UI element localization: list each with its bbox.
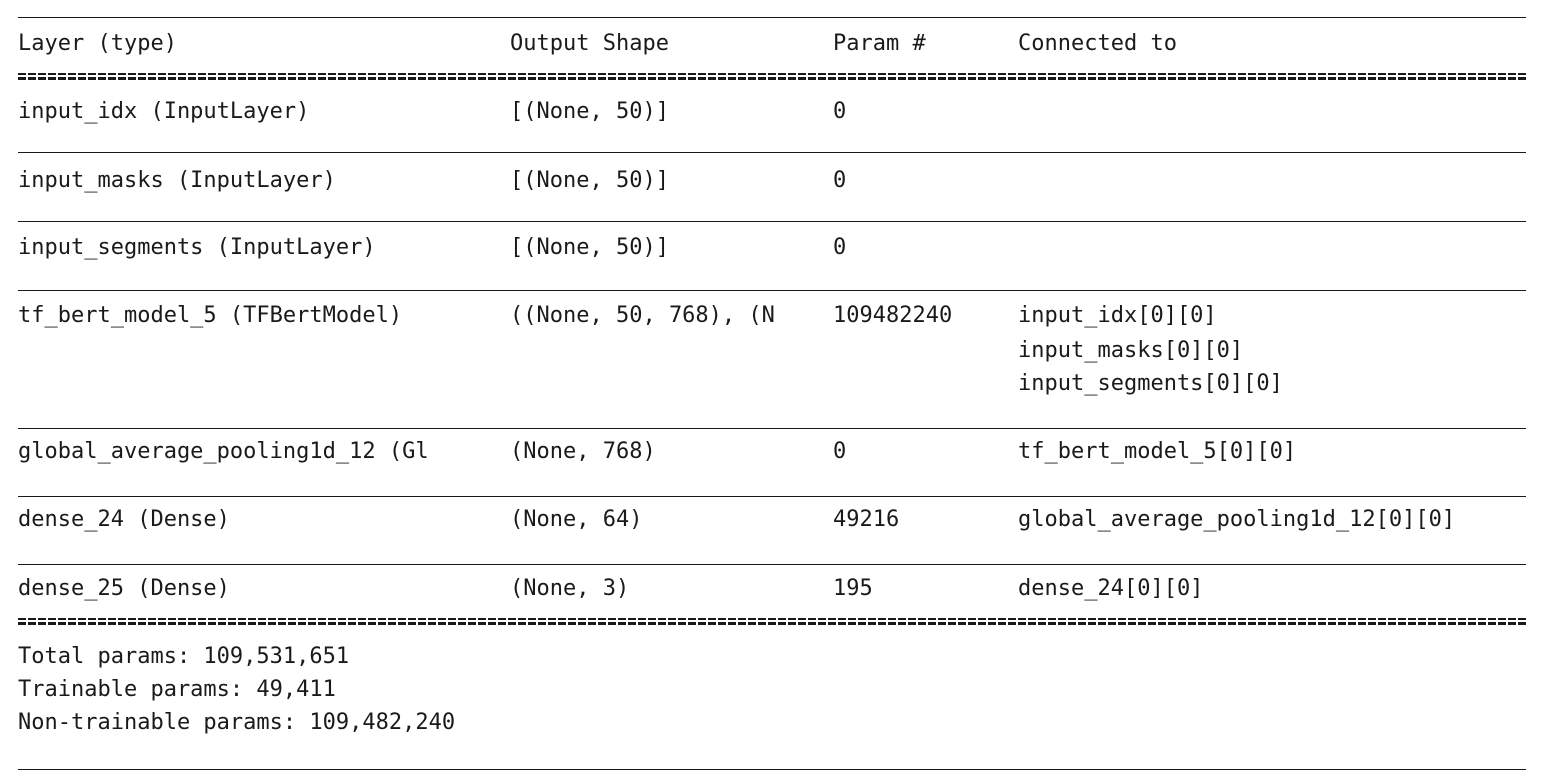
row-divider — [18, 152, 1526, 153]
header-connected: Connected to — [1018, 31, 1177, 56]
row-divider — [18, 221, 1526, 222]
row-connected: global_average_pooling1d_12[0][0] — [1018, 507, 1456, 532]
row-shape: ((None, 50, 768), (N — [510, 303, 775, 328]
row-params: 49216 — [833, 507, 900, 532]
header-layer: Layer (type) — [18, 31, 177, 56]
row-divider — [18, 428, 1526, 429]
top-divider — [18, 17, 1526, 18]
bottom-divider — [18, 769, 1526, 770]
row-shape: (None, 768) — [510, 439, 656, 464]
footer-double-divider — [18, 617, 1526, 625]
row-shape: (None, 3) — [510, 576, 630, 601]
row-params: 0 — [833, 235, 847, 260]
row-divider — [18, 290, 1526, 291]
total-params: Total params: 109,531,651 — [18, 644, 350, 669]
header-double-divider — [18, 72, 1526, 80]
row-shape: [(None, 50)] — [510, 235, 669, 260]
row-layer: input_segments (InputLayer) — [18, 235, 376, 260]
row-layer: tf_bert_model_5 (TFBertModel) — [18, 303, 403, 328]
trainable-params: Trainable params: 49,411 — [18, 677, 336, 702]
row-layer: dense_24 (Dense) — [18, 507, 230, 532]
row-connected: dense_24[0][0] — [1018, 576, 1204, 601]
row-layer: dense_25 (Dense) — [18, 576, 230, 601]
row-shape: [(None, 50)] — [510, 99, 669, 124]
row-connected: input_segments[0][0] — [1018, 371, 1283, 396]
row-layer: input_masks (InputLayer) — [18, 168, 336, 193]
row-params: 195 — [833, 576, 873, 601]
header-output-shape: Output Shape — [510, 31, 669, 56]
row-shape: [(None, 50)] — [510, 168, 669, 193]
row-connected: input_masks[0][0] — [1018, 338, 1244, 363]
row-params: 0 — [833, 99, 847, 124]
non-trainable-params: Non-trainable params: 109,482,240 — [18, 710, 456, 735]
row-shape: (None, 64) — [510, 507, 643, 532]
row-divider — [18, 564, 1526, 565]
row-connected: input_idx[0][0] — [1018, 303, 1217, 328]
row-layer: input_idx (InputLayer) — [18, 99, 310, 124]
row-layer: global_average_pooling1d_12 (Gl — [18, 439, 429, 464]
row-divider — [18, 496, 1526, 497]
row-params: 0 — [833, 439, 847, 464]
row-params: 109482240 — [833, 303, 953, 328]
row-params: 0 — [833, 168, 847, 193]
header-params: Param # — [833, 31, 926, 56]
row-connected: tf_bert_model_5[0][0] — [1018, 439, 1297, 464]
